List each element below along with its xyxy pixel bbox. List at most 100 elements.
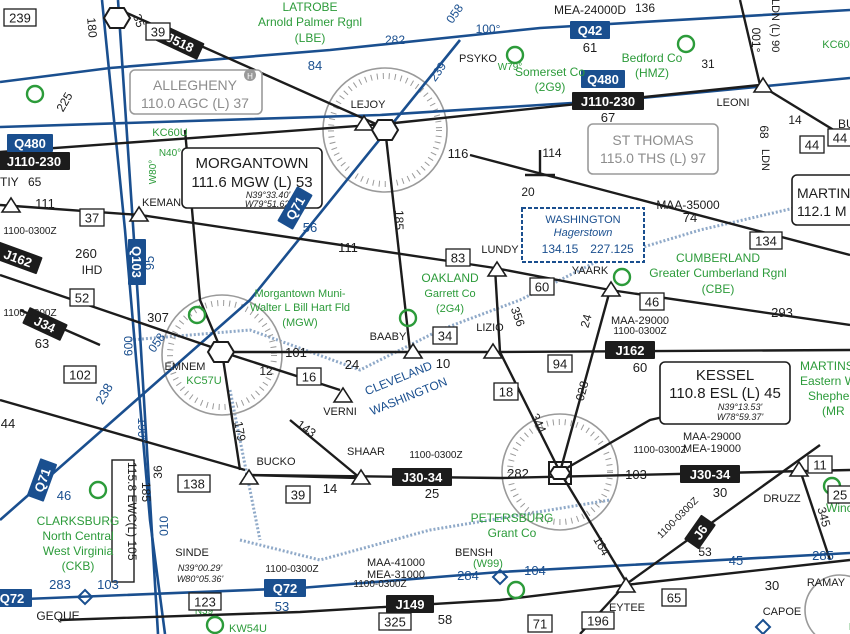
- airway-shield-j34[interactable]: J34: [22, 307, 68, 341]
- airway-shield-q72-mid[interactable]: Q72: [264, 579, 306, 597]
- svg-text:44: 44: [805, 138, 819, 153]
- fix-label-lizio: LIZIO: [476, 322, 504, 334]
- dist-31: 31: [701, 57, 715, 71]
- dist-90: (L) 90: [769, 24, 781, 53]
- dist-60: 60: [633, 360, 647, 375]
- compass-rose-petersburg: [501, 413, 619, 531]
- shield-label: Q72: [273, 581, 298, 596]
- svg-text:52: 52: [75, 291, 89, 306]
- ihd-label: IHD: [82, 263, 103, 277]
- dist-53-a: 53: [698, 545, 712, 559]
- apt-cbe-3: (CBE): [702, 282, 735, 296]
- airway-shield-j110-right[interactable]: J110-230: [572, 92, 644, 110]
- airway-shield-q71-bottom[interactable]: Q71: [26, 458, 58, 502]
- fix-label-verni: VERNI: [323, 406, 357, 418]
- washington-comm-box[interactable]: WASHINGTON Hagerstown 134.15 227.125: [521, 207, 645, 263]
- dist-20: 20: [521, 185, 535, 199]
- compass-rose-lejoy: [322, 67, 448, 193]
- apt-ckb-3: West Virginia: [43, 544, 114, 558]
- svg-text:239: 239: [9, 11, 31, 26]
- airway-shield-j6[interactable]: J6: [684, 514, 716, 550]
- svg-text:71: 71: [533, 617, 547, 632]
- dist-284: 284: [457, 568, 479, 583]
- kw54u: KW54U: [229, 623, 267, 634]
- airway-shield-q480-right[interactable]: Q480: [581, 70, 625, 88]
- maa-41000: MAA-41000: [367, 557, 425, 569]
- navaid-box-ewc[interactable]: 115.8 EWC(L) 105: [111, 459, 139, 583]
- shield-label: J30-34: [690, 467, 731, 482]
- svg-text:16: 16: [302, 370, 316, 385]
- mileage-box: 44: [827, 128, 850, 147]
- dist-001: 001°: [749, 28, 763, 53]
- svg-text:18: 18: [499, 385, 513, 400]
- dist-282-top: 282: [385, 33, 405, 47]
- navaid-freq: 112.1 M: [797, 203, 847, 219]
- airway-shield-j30-34-right[interactable]: J30-34: [680, 465, 740, 483]
- apt-somerset-1: Somerset Co: [515, 65, 585, 79]
- time-1100-h: 1100-0300Z: [633, 445, 686, 456]
- navaid-lat: N39°33.40': [246, 190, 291, 200]
- svg-text:123: 123: [194, 595, 216, 610]
- fix-label-eytee: EYTEE: [609, 602, 645, 614]
- navaid-freq: 111.6 MGW (L) 53: [191, 174, 312, 191]
- svg-text:25: 25: [833, 488, 847, 503]
- airway-shield-j110-left[interactable]: J110-230: [0, 152, 70, 170]
- airway-shield-j149[interactable]: J149: [386, 595, 434, 613]
- apt-mgw-1: Morgantown Muni-: [254, 288, 345, 300]
- apt-mrb-2: Eastern W: [800, 374, 850, 388]
- mileage-box: 60: [529, 277, 555, 296]
- airway-shield-j162-right[interactable]: J162: [605, 341, 655, 359]
- shield-label: Q72: [0, 591, 24, 606]
- airway-shield-j162-left[interactable]: J162: [0, 241, 43, 275]
- svg-text:44: 44: [833, 131, 847, 146]
- apt-w99-1: PETERSBURG: [471, 511, 554, 525]
- maa-35000: MAA-35000: [656, 198, 720, 212]
- mileage-box: 102: [63, 365, 97, 384]
- apt-somerset-2: (2G9): [535, 80, 566, 94]
- airway-shield-q42[interactable]: Q42: [570, 21, 610, 39]
- kc57u: KC57U: [186, 375, 222, 387]
- time-1100-c: 1100-0300Z: [613, 326, 666, 337]
- shield-label: J30-34: [402, 470, 443, 485]
- dist-114: 114: [542, 146, 561, 160]
- apt-ckb-1: CLARKSBURG: [37, 514, 120, 528]
- mileage-box: 52: [69, 288, 95, 307]
- fix-label-bensh: BENSH: [455, 547, 493, 559]
- mileage-box: 44: [799, 135, 825, 154]
- dist-009: 009: [121, 336, 135, 356]
- fix-label-sinde: SINDE: [175, 547, 209, 559]
- navaid-box-martinsburg[interactable]: MARTIN 112.1 M: [791, 174, 850, 226]
- dist-35: 35: [130, 12, 148, 30]
- n40: N40°: [159, 148, 181, 159]
- fix-label-tiy: TIY: [0, 175, 19, 189]
- mileage-box: 325: [378, 612, 412, 631]
- comm-title: WASHINGTON: [545, 214, 620, 226]
- fix-code-bensh: (W99): [473, 558, 503, 570]
- navaid-box-morgantown[interactable]: MORGANTOWN 111.6 MGW (L) 53 N39°33.40' W…: [181, 147, 323, 209]
- shield-label: J162: [616, 343, 645, 358]
- kc60u: KC60U: [152, 127, 188, 139]
- time-1100-d: 1100-0300Z: [409, 450, 462, 461]
- comm-freq-1: 134.15: [542, 242, 579, 256]
- navaid-box-allegheny[interactable]: ALLEGHENY 110.0 AGC (L) 37 H: [129, 69, 263, 115]
- fix-label-shaar: SHAAR: [347, 446, 385, 458]
- apt-latrobe-1: LATROBE: [282, 0, 337, 14]
- airway-shield-q480-left[interactable]: Q480: [7, 134, 53, 152]
- airway-shield-q72-left[interactable]: Q72: [0, 589, 32, 607]
- mil-h: H: [247, 72, 253, 81]
- airway-shield-q103[interactable]: Q103: [128, 239, 146, 285]
- navaid-box-kessel[interactable]: KESSEL 110.8 ESL (L) 45 N39°13.53' W78°5…: [659, 361, 791, 425]
- navaid-freq: 115.8 EWC(L) 105: [125, 462, 139, 561]
- dist-293: 293: [771, 305, 793, 320]
- dist-058-a: 058: [443, 1, 466, 26]
- airway-shield-j30-34-mid[interactable]: J30-34: [392, 468, 452, 486]
- fix-lat-sinde: N39°00.29': [178, 563, 223, 573]
- dist-95: 95: [142, 256, 157, 270]
- navaid-box-st-thomas[interactable]: ST THOMAS 115.0 THS (L) 97: [587, 123, 719, 175]
- mileage-box: 65: [661, 588, 687, 607]
- n39-b: N39°: [849, 622, 850, 633]
- dist-285: 285: [812, 548, 834, 563]
- apt-oakland-1: OAKLAND: [421, 271, 479, 285]
- dist-225: 225: [53, 90, 75, 115]
